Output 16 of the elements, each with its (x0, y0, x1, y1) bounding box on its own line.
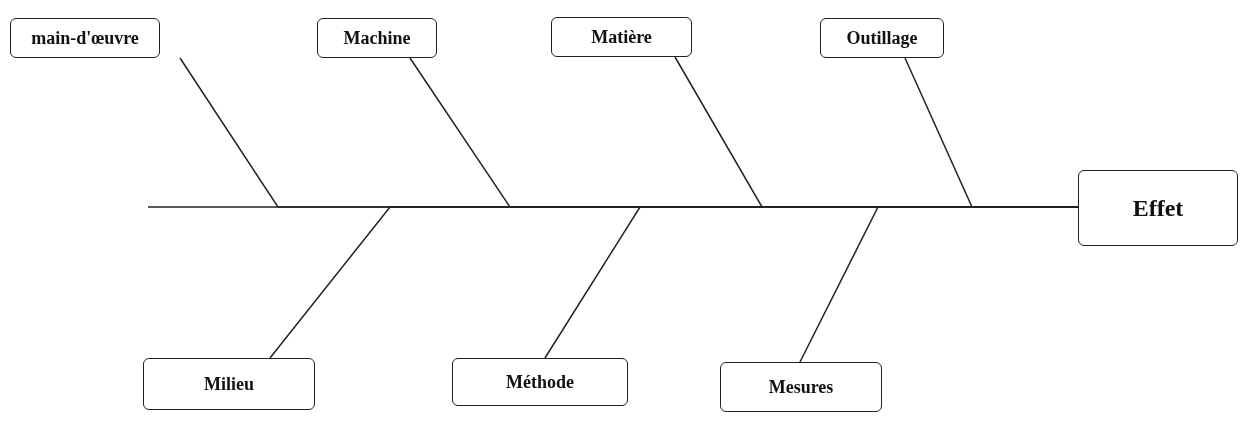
effect-label: Effet (1132, 194, 1184, 222)
cause-label: Méthode (506, 371, 574, 393)
cause-box (551, 17, 692, 57)
cause-box (143, 358, 315, 410)
cause-box (10, 18, 160, 58)
cause-box (720, 362, 882, 412)
cause-label: Matière (591, 26, 652, 48)
effect-box (1078, 170, 1238, 246)
cause-label: Machine (343, 27, 411, 49)
cause-label: main-d'œuvre (31, 27, 139, 49)
cause-box (820, 18, 944, 58)
cause-label: Outillage (846, 27, 918, 49)
cause-box (317, 18, 437, 58)
cause-box (452, 358, 628, 406)
cause-label: Milieu (204, 373, 254, 395)
cause-label: Mesures (768, 376, 834, 398)
